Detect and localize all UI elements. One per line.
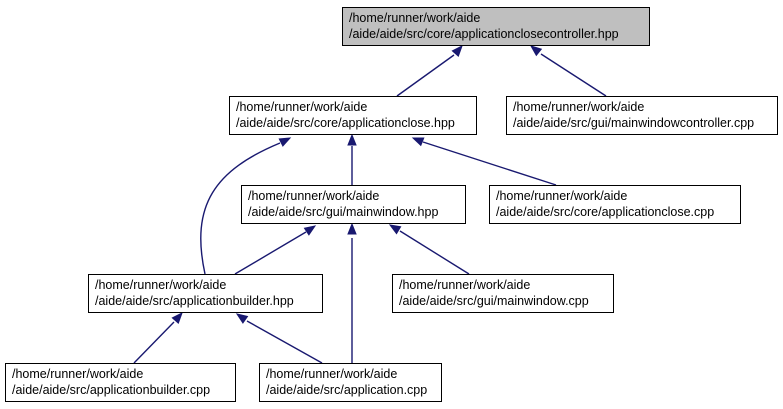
edge-arrowhead	[347, 133, 357, 146]
node-label-line1: /home/runner/work/aide	[248, 189, 379, 203]
nodes-layer: /home/runner/work/aide/aide/aide/src/cor…	[5, 7, 778, 402]
node-n2[interactable]: /home/runner/work/aide/aide/aide/src/cor…	[229, 96, 477, 135]
node-box[interactable]	[241, 185, 466, 224]
edge-n9-n4	[347, 222, 357, 363]
edges-layer	[133, 44, 607, 364]
edge-line	[399, 230, 470, 275]
edge-n6-n4	[234, 225, 317, 275]
edge-arrowhead	[278, 137, 292, 147]
node-n3[interactable]: /home/runner/work/aide/aide/aide/src/gui…	[506, 96, 778, 135]
node-n5[interactable]: /home/runner/work/aide/aide/aide/src/cor…	[489, 185, 741, 224]
node-label-line2: /aide/aide/src/core/applicationclose.cpp	[496, 205, 714, 219]
node-label-line2: /aide/aide/src/core/applicationclosecont…	[349, 27, 619, 41]
node-label-line1: /home/runner/work/aide	[236, 100, 367, 114]
node-n6[interactable]: /home/runner/work/aide/aide/aide/src/app…	[88, 274, 323, 313]
node-box[interactable]	[392, 274, 614, 313]
node-label-line1: /home/runner/work/aide	[349, 11, 480, 25]
edge-n2-n1	[396, 44, 463, 97]
node-box[interactable]	[342, 7, 650, 46]
edge-n4-n2	[347, 133, 357, 185]
edge-line	[540, 53, 607, 97]
node-box[interactable]	[88, 274, 323, 313]
node-label-line1: /home/runner/work/aide	[12, 367, 143, 381]
node-box[interactable]	[506, 96, 778, 135]
node-box[interactable]	[259, 363, 442, 402]
edge-n9-n6	[235, 313, 323, 364]
edge-arrowhead	[411, 137, 425, 147]
node-box[interactable]	[489, 185, 741, 224]
node-label-line1: /home/runner/work/aide	[95, 278, 226, 292]
node-box[interactable]	[229, 96, 477, 135]
node-n4[interactable]: /home/runner/work/aide/aide/aide/src/gui…	[241, 185, 466, 224]
edge-n3-n1	[529, 45, 607, 97]
node-label-line2: /aide/aide/src/gui/mainwindow.cpp	[399, 294, 589, 308]
node-label-line1: /home/runner/work/aide	[399, 278, 530, 292]
node-n8[interactable]: /home/runner/work/aide/aide/aide/src/app…	[5, 363, 236, 402]
edge-line	[246, 320, 323, 364]
edge-arrowhead	[171, 311, 183, 324]
node-label-line2: /aide/aide/src/core/applicationclose.hpp	[236, 116, 455, 130]
node-label-line1: /home/runner/work/aide	[496, 189, 627, 203]
edge-line	[422, 141, 557, 186]
node-label-line2: /aide/aide/src/applicationbuilder.hpp	[95, 294, 294, 308]
edge-arrowhead	[529, 45, 543, 57]
edge-arrowhead	[303, 225, 317, 236]
edge-arrowhead	[451, 44, 463, 57]
node-box[interactable]	[5, 363, 236, 402]
node-n9[interactable]: /home/runner/work/aide/aide/aide/src/app…	[259, 363, 442, 402]
edge-n8-n6	[133, 311, 183, 364]
edge-line	[200, 142, 281, 275]
node-label-line1: /home/runner/work/aide	[266, 367, 397, 381]
node-label-line2: /aide/aide/src/application.cpp	[266, 383, 427, 397]
edge-arrowhead	[388, 224, 402, 235]
edge-line	[234, 231, 307, 275]
edge-n7-n4	[388, 224, 470, 275]
node-label-line2: /aide/aide/src/gui/mainwindow.hpp	[248, 205, 438, 219]
edge-line	[133, 321, 175, 364]
node-n1[interactable]: /home/runner/work/aide/aide/aide/src/cor…	[342, 7, 650, 46]
edge-line	[396, 54, 455, 97]
node-n7[interactable]: /home/runner/work/aide/aide/aide/src/gui…	[392, 274, 614, 313]
node-label-line2: /aide/aide/src/applicationbuilder.cpp	[12, 383, 210, 397]
node-label-line1: /home/runner/work/aide	[513, 100, 644, 114]
edge-arrowhead	[347, 222, 357, 235]
node-label-line2: /aide/aide/src/gui/mainwindowcontroller.…	[513, 116, 754, 130]
edge-n5-n2	[411, 137, 557, 186]
edge-n6-n2	[200, 137, 292, 275]
edge-arrowhead	[235, 313, 249, 324]
